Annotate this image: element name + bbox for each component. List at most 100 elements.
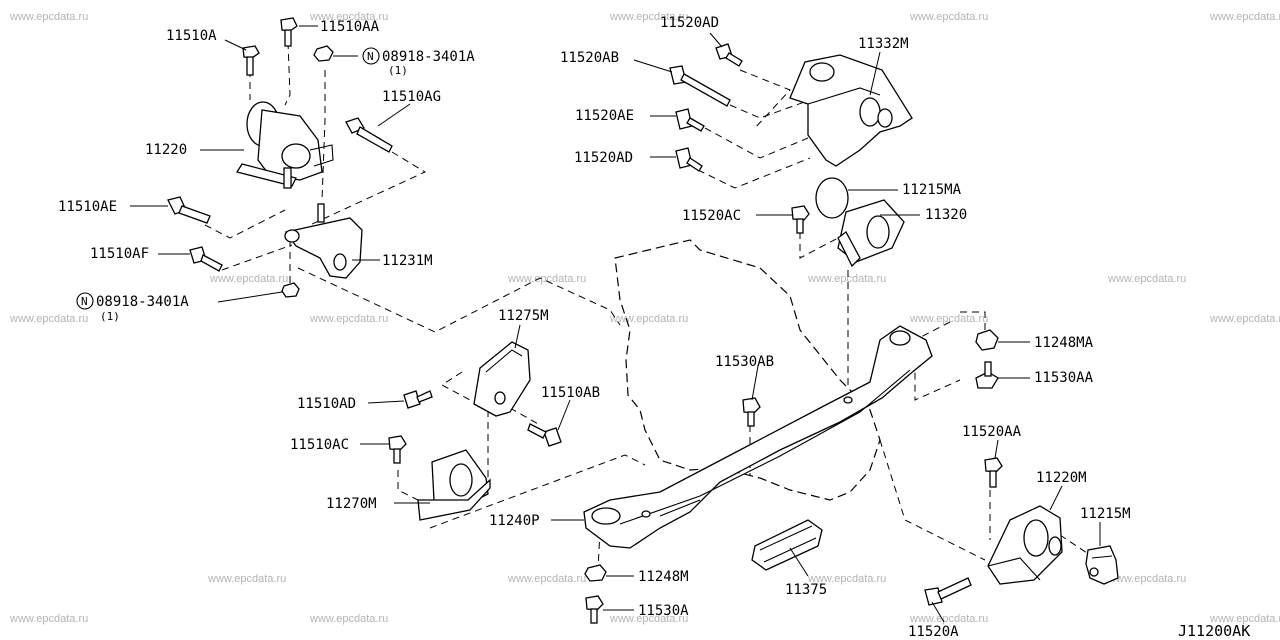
engine-mount-11220m-icon [987, 505, 1063, 585]
watermark: www.epcdata.ru [609, 11, 688, 23]
label-11510ac: 11510AC [290, 437, 349, 453]
label-08918-bottom-qty: (1) [100, 310, 120, 323]
label-11520a: 11520A [908, 624, 959, 640]
crossmember-11240p-icon [583, 325, 933, 549]
watermarks: www.epcdata.ru www.epcdata.ru www.epcdat… [9, 11, 1280, 625]
watermark: www.epcdata.ru [609, 313, 688, 325]
label-11332m: 11332M [858, 36, 909, 52]
watermark: www.epcdata.ru [609, 613, 688, 625]
bolt-11510aa-icon [280, 17, 298, 47]
watermark: www.epcdata.ru [9, 11, 88, 23]
diagram-code: J11200AK [1178, 622, 1250, 640]
bracket-11275m-icon [473, 341, 531, 417]
label-11275m: 11275M [498, 308, 549, 324]
engine-mount-11270m-icon [417, 449, 491, 521]
bracket-11332m-icon [789, 54, 913, 167]
label-11220m: 11220M [1036, 470, 1087, 486]
bolt-11510af-icon [189, 246, 223, 272]
stopper-11375-icon [751, 519, 823, 571]
watermark: www.epcdata.ru [507, 573, 586, 585]
watermark: www.epcdata.ru [807, 573, 886, 585]
leader-lines [130, 25, 1101, 623]
nut-11248ma-icon [975, 329, 999, 351]
watermark: www.epcdata.ru [909, 11, 988, 23]
nut-08918-top-icon [313, 45, 334, 62]
watermark: www.epcdata.ru [9, 613, 88, 625]
label-11530a: 11530A [638, 603, 689, 619]
watermark: www.epcdata.ru [309, 11, 388, 23]
bracket-11231m-icon [284, 203, 363, 279]
watermark: www.epcdata.ru [909, 613, 988, 625]
label-11530aa: 11530AA [1034, 370, 1094, 386]
bolt-11520a-icon [924, 577, 972, 606]
watermark: www.epcdata.ru [309, 313, 388, 325]
label-11215ma: 11215MA [902, 182, 962, 198]
bolt-11510ag-icon [345, 117, 393, 153]
label-11510ad: 11510AD [297, 396, 356, 412]
bolt-11510ad-icon [403, 390, 433, 409]
watermark: www.epcdata.ru [1107, 273, 1186, 285]
n-symbol-letter: N [81, 295, 88, 308]
watermark: www.epcdata.ru [1209, 313, 1280, 325]
label-11220: 11220 [145, 142, 187, 158]
label-08918-bottom: 08918-3401A [96, 294, 189, 310]
bolt-11520ab-icon [669, 65, 731, 107]
watermark: www.epcdata.ru [209, 273, 288, 285]
bolt-11520ad-icon [675, 147, 703, 172]
label-11320: 11320 [925, 207, 967, 223]
bolt-11520ae-icon [675, 108, 705, 132]
label-11520ad: 11520AD [574, 150, 633, 166]
watermark: www.epcdata.ru [507, 273, 586, 285]
watermark: www.epcdata.ru [9, 313, 88, 325]
bolt-11530ab-icon [742, 397, 761, 427]
watermark: www.epcdata.ru [309, 613, 388, 625]
label-11510ag: 11510AG [382, 89, 441, 105]
n-symbol-letter: N [367, 50, 374, 63]
bolt-11510ab-icon [527, 423, 562, 447]
nut-08918-bottom-icon [281, 282, 300, 298]
bolt-11520aa-icon [984, 457, 1003, 488]
bolt-11530a-icon [585, 595, 604, 624]
label-11270m: 11270M [326, 496, 377, 512]
label-11530ab: 11530AB [715, 354, 774, 370]
watermark: www.epcdata.ru [207, 573, 286, 585]
engine-mount-11220-icon [235, 101, 334, 189]
bolt-11510ac-icon [388, 435, 407, 464]
stopper-11215m-icon [1085, 545, 1119, 585]
label-11520ad-top: 11520AD [660, 15, 719, 31]
label-11520ab: 11520AB [560, 50, 619, 66]
part-labels: 11510A 11510AA 08918-3401A (1) 11510AG 1… [58, 15, 1131, 640]
label-11248ma: 11248MA [1034, 335, 1094, 351]
watermark: www.epcdata.ru [1209, 11, 1280, 23]
bolt-11510a-icon [242, 45, 260, 76]
n-symbol-bottom-icon: N [76, 292, 94, 310]
watermark: www.epcdata.ru [807, 273, 886, 285]
bolt-11520ac-icon [791, 205, 810, 234]
label-11520ae: 11520AE [575, 108, 634, 124]
label-11510ae: 11510AE [58, 199, 117, 215]
washer-11215ma-icon [815, 177, 849, 219]
watermark: www.epcdata.ru [1107, 573, 1186, 585]
label-11231m: 11231M [382, 253, 433, 269]
label-11510af: 11510AF [90, 246, 149, 262]
n-symbol-top-icon: N [362, 47, 380, 65]
engine-mount-11320-icon [837, 199, 905, 268]
label-11240p: 11240P [489, 513, 540, 529]
label-11510ab: 11510AB [541, 385, 600, 401]
label-11248m: 11248M [638, 569, 689, 585]
label-11520aa: 11520AA [962, 424, 1022, 440]
nut-11248m-icon [584, 564, 607, 582]
label-11520ac: 11520AC [682, 208, 741, 224]
bolt-11530aa-icon [975, 361, 999, 389]
bolt-11510ae-icon [167, 196, 211, 224]
assembly-guide-lines [204, 41, 1091, 571]
watermark: www.epcdata.ru [909, 313, 988, 325]
label-11375: 11375 [785, 582, 827, 598]
label-11510aa: 11510AA [320, 19, 380, 35]
label-11215m: 11215M [1080, 506, 1131, 522]
bolt-11520ad-top-icon [715, 43, 743, 67]
label-11510a: 11510A [166, 28, 217, 44]
watermark: www.epcdata.ru [1209, 613, 1280, 625]
engine-outline [614, 239, 881, 501]
